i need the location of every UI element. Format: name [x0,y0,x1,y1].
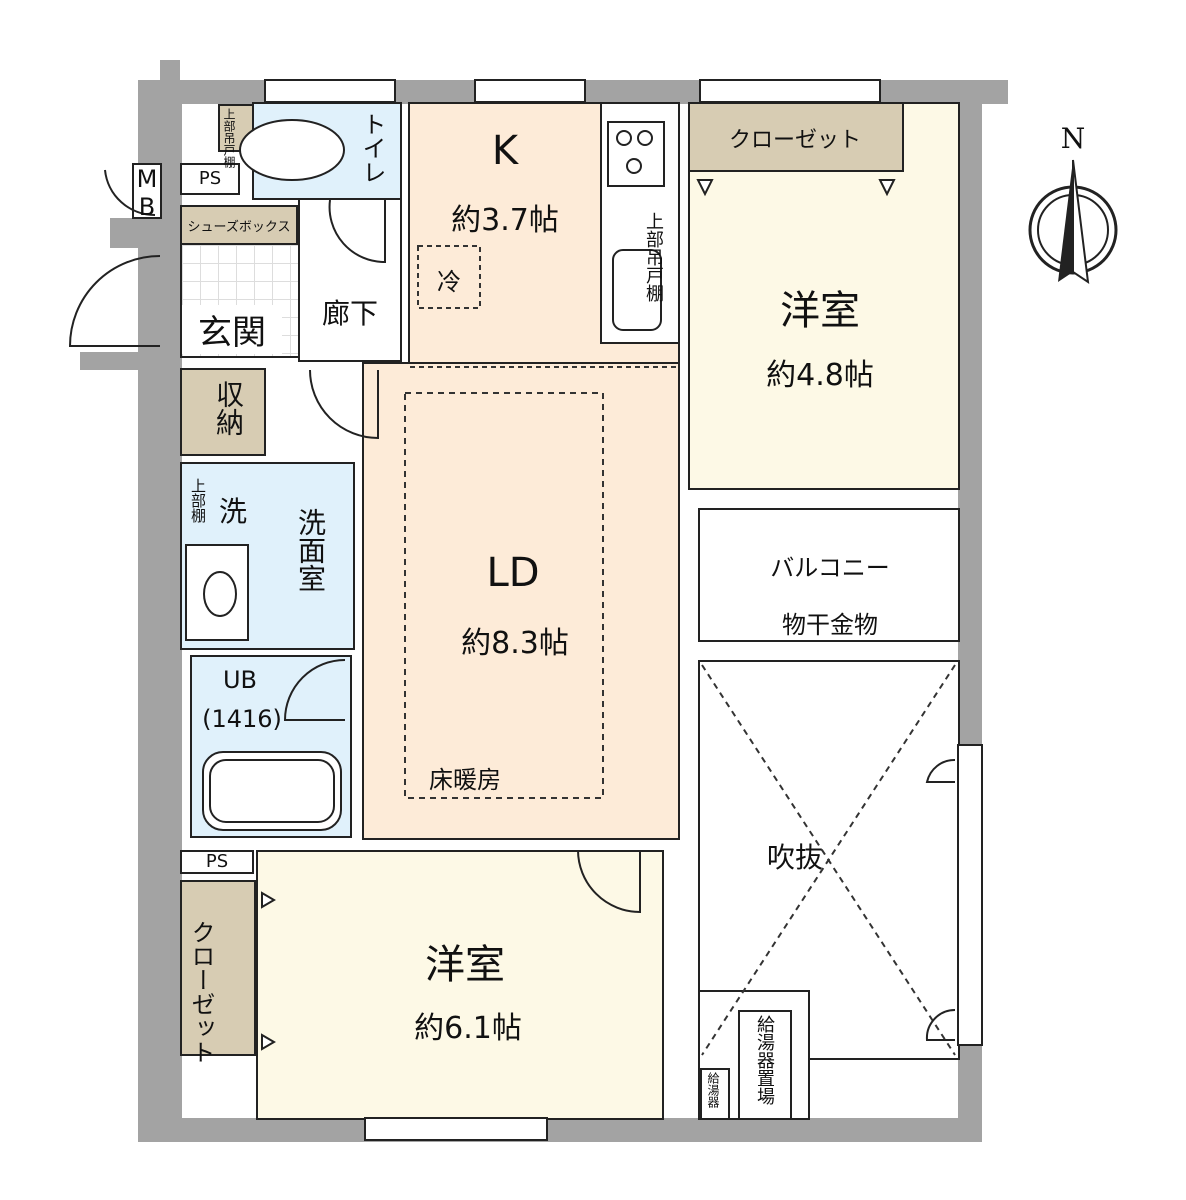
washbasin-icon [185,544,249,641]
closet-south[interactable] [180,880,256,1056]
window [264,79,396,103]
entrance-wall-top [110,218,180,248]
ld-name: LD [486,550,540,596]
toilet-upper-cabinet [218,104,254,152]
bath-size: (1416) [202,705,282,733]
ps-top-label: PS [198,168,222,189]
fridge-label: 冷 [437,268,461,296]
western-south-name: 洋室 [425,942,505,988]
bath-name: UB [222,666,258,694]
floor-heating-label: 床暖房 [429,766,501,794]
western-north-size: 約4.8帖 [766,358,874,393]
window [699,79,881,103]
stove-icon [607,121,665,187]
north-compass-icon [1028,159,1118,285]
kitchen-name: K [491,128,519,174]
door-hallway [309,369,379,440]
sink-icon [612,249,662,331]
closet-north-label: クローゼット [728,128,861,153]
living-dining [362,362,680,840]
water-heater-label: 給湯器 [706,1072,720,1108]
door-western-south [577,849,641,914]
western-north-name: 洋室 [780,288,860,334]
window [364,1117,548,1141]
bathtub-icon [202,751,342,831]
kitchen-size: 約3.7帖 [451,203,559,238]
floor-heating-area [404,392,604,799]
washroom-name: 洗面室 [294,508,327,592]
water-heater [700,1068,730,1120]
wash-shelf-label: 上部棚 [189,478,207,523]
western-south-size: 約6.1帖 [414,1011,522,1046]
void-name: 吹抜 [766,841,823,874]
storage-name: 収納 [212,380,245,436]
window [957,744,983,1046]
entrance-name: 玄関 [182,305,282,354]
hallway-name: 廊下 [321,297,378,330]
meter-box [132,163,162,219]
fridge-space [417,245,481,309]
toilet-cabinet-label: 上部吊戸棚 [222,108,236,168]
toilet-name: トイレ [358,112,386,184]
door-bath [283,659,346,721]
wall-stub [160,60,180,120]
balcony-name: バルコニー [770,554,890,582]
ps-bottom [180,850,254,874]
toilet-icon [239,119,345,181]
ps-bottom-label: PS [205,851,229,872]
water-heater-space-label: 給湯器置場 [754,1015,775,1105]
closet-south-label: クローゼット [187,920,215,1064]
ps-top [180,163,240,195]
storage[interactable] [180,368,266,456]
kitchen-cabinet-label: 上部吊戸棚 [643,212,664,302]
mb-label: MB [133,165,161,221]
entrance-wall [80,352,180,370]
shoe-box-label: シューズボックス [187,220,291,235]
door-mb [104,169,156,217]
balcony [698,508,960,642]
front-door [68,255,161,347]
outer-wall-bottom [138,1118,982,1142]
compass-north-label: N [1060,122,1086,155]
washer-label: 洗 [218,495,247,528]
window [474,79,586,103]
balcony-hardware: 物干金物 [782,611,878,639]
ld-size: 約8.3帖 [461,626,569,661]
water-heater-label-box [738,1010,792,1120]
door-toilet [328,199,386,264]
